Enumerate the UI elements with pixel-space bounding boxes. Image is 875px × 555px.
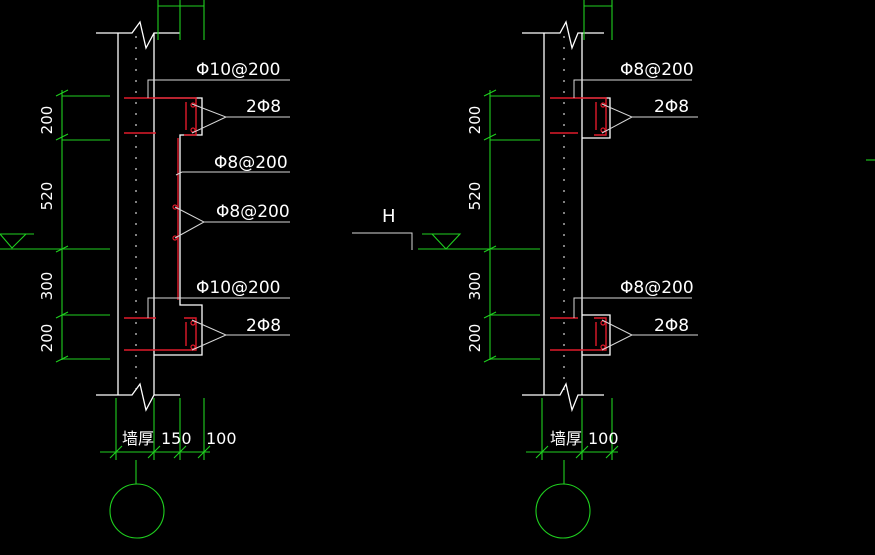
right-bottom-rebar bbox=[550, 317, 607, 351]
right-dimension-chain bbox=[483, 89, 540, 363]
left-bottom-bar-dot-1 bbox=[190, 320, 196, 326]
right-wall-detail: Φ8@200 2Φ8 Φ8@200 2Φ8 200 520 300 200 墙厚… bbox=[466, 0, 698, 539]
left-top-bars-label: 2Φ8 bbox=[246, 97, 281, 117]
left-leaders bbox=[147, 79, 290, 351]
left-bottom-bar-dot-2 bbox=[190, 344, 196, 350]
right-beam-outline bbox=[582, 97, 611, 356]
left-top-stirrup-label: Φ10@200 bbox=[196, 60, 280, 80]
right-dim-3: 300 bbox=[466, 272, 484, 301]
left-bottom-dimension bbox=[100, 398, 211, 484]
right-leaders bbox=[573, 79, 698, 351]
right-wall-label: 墙厚 bbox=[550, 429, 582, 448]
left-wall-outline bbox=[96, 20, 180, 412]
left-dim-100: 100 bbox=[206, 429, 237, 448]
right-dim-100: 100 bbox=[588, 429, 619, 448]
right-top-rebar bbox=[550, 97, 607, 136]
left-mid-bar-dot-1 bbox=[172, 204, 178, 210]
right-dim-2: 520 bbox=[466, 182, 484, 211]
right-bottom-bars-label: 2Φ8 bbox=[654, 316, 689, 336]
left-mid-stirrup-label: Φ8@200 bbox=[214, 153, 288, 173]
left-dim-150: 150 bbox=[161, 429, 192, 448]
left-bottom-bars-label: 2Φ8 bbox=[246, 316, 281, 336]
left-bottom-stirrup-label: Φ10@200 bbox=[196, 278, 280, 298]
left-axis-bubble bbox=[109, 483, 165, 539]
left-top-rebar bbox=[124, 97, 197, 136]
level-mark-triangle bbox=[418, 233, 540, 250]
left-wall-detail: Φ10@200 2Φ8 Φ8@200 Φ8@200 Φ10@200 2Φ8 20… bbox=[0, 0, 290, 539]
left-mid-bars-label: Φ8@200 bbox=[216, 202, 290, 222]
left-top-beam-outline bbox=[154, 97, 203, 356]
level-mark: H bbox=[352, 159, 875, 250]
right-dim-4: 200 bbox=[466, 324, 484, 353]
right-top-bars-label: 2Φ8 bbox=[654, 97, 689, 117]
left-dim-1: 200 bbox=[38, 106, 56, 135]
left-dimension-chain bbox=[55, 89, 110, 363]
left-dim-4: 200 bbox=[38, 324, 56, 353]
left-dim-2: 520 bbox=[38, 182, 56, 211]
right-wall-outline bbox=[522, 20, 604, 413]
left-mid-bar-dot-2 bbox=[172, 235, 178, 241]
left-top-ticks bbox=[157, 0, 205, 40]
left-dim-3: 300 bbox=[38, 272, 56, 301]
right-bottom-stirrup-label: Φ8@200 bbox=[620, 278, 694, 298]
left-bottom-rebar bbox=[124, 317, 197, 351]
right-top-stirrup-label: Φ8@200 bbox=[620, 60, 694, 80]
right-dim-1: 200 bbox=[466, 106, 484, 135]
level-mark-label: H bbox=[382, 206, 396, 227]
left-wall-label: 墙厚 bbox=[122, 429, 154, 448]
left-level-symbol bbox=[0, 233, 34, 249]
right-top-ticks bbox=[583, 0, 613, 40]
right-axis-bubble bbox=[535, 483, 591, 539]
level-mark-leader bbox=[352, 232, 413, 250]
right-bottom-dimension bbox=[526, 398, 619, 484]
